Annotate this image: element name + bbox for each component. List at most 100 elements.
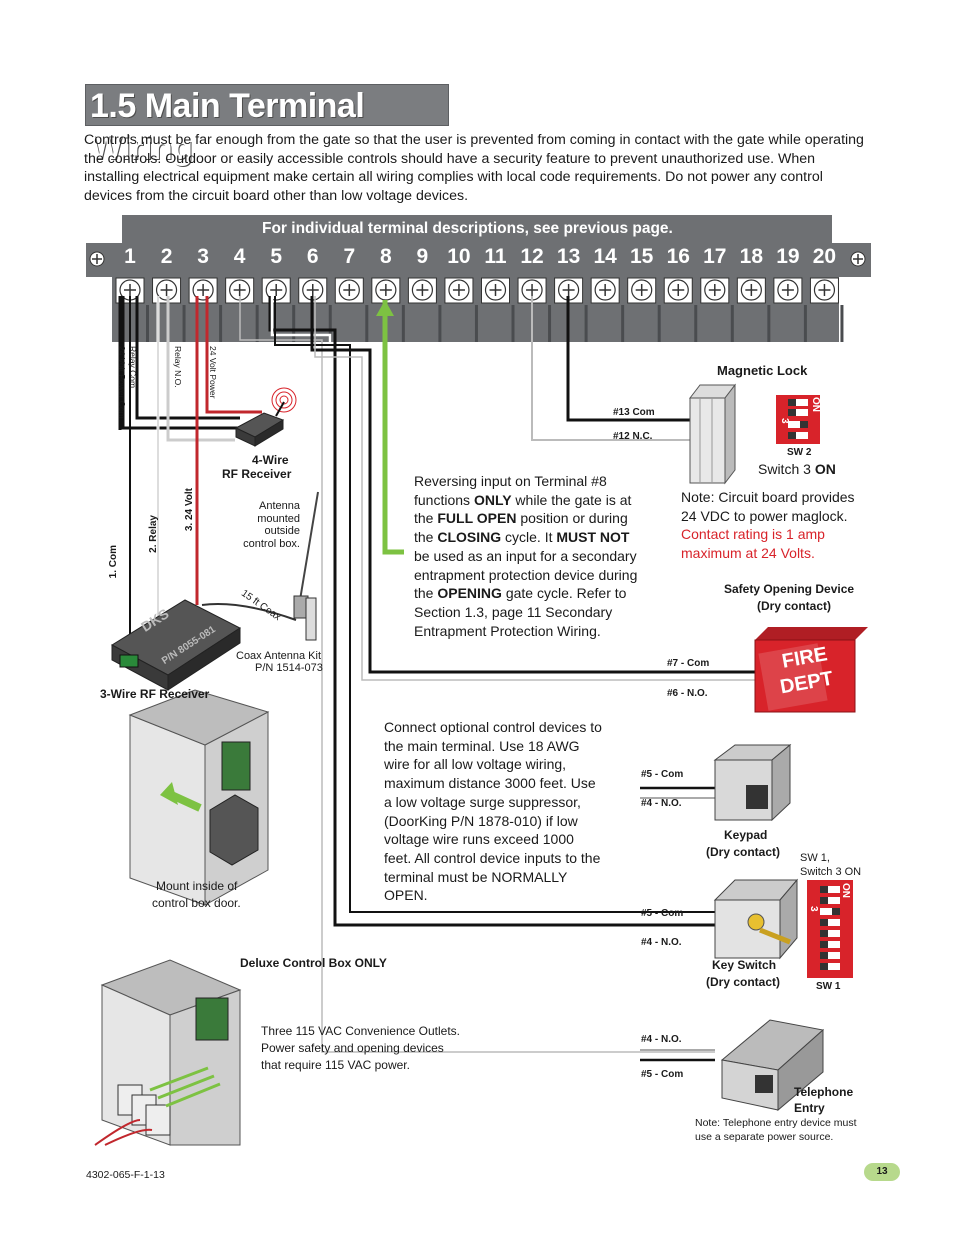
sw1-3-label: 3 — [808, 906, 819, 912]
terminal-number-14: 14 — [593, 245, 617, 268]
reversing-segment: be used as an input for a secondary entr… — [414, 547, 638, 602]
terminal-screw-10 — [444, 277, 478, 342]
terminal-screw-12 — [517, 277, 552, 342]
label-24v-power: 24 Volt Power — [208, 346, 218, 399]
keypad-title-1: Keypad — [724, 828, 768, 842]
sw2-on-label: ON — [810, 397, 821, 412]
label-relay-no: Relay N.O. — [173, 346, 183, 388]
keyswitch-title-1: Key Switch — [712, 958, 777, 972]
terminal-screw-2 — [152, 277, 186, 342]
rf3-mount-line2: control box door. — [152, 896, 241, 910]
telephone-note: Note: Telephone entry device must use a … — [695, 1117, 857, 1143]
terminal-screw-9 — [407, 277, 442, 342]
terminal-number-19: 19 — [776, 245, 800, 268]
fire-dept-box — [754, 627, 868, 713]
safety-title-2: (Dry contact) — [757, 599, 832, 613]
terminal-screw-11 — [481, 277, 515, 342]
maglock-nc-label: #12 N.C. — [613, 431, 653, 442]
maglock-note: Note: Circuit board provides 24 VDC to p… — [681, 488, 861, 563]
terminal-screw-14 — [590, 277, 625, 342]
wire-t3-24v — [205, 296, 262, 414]
intro-paragraph: Controls must be far enough from the gat… — [84, 132, 864, 204]
keypad-title-2: (Dry contact) — [706, 845, 781, 859]
maglock-device — [688, 383, 737, 485]
terminal-number-2: 2 — [160, 245, 173, 268]
rf3-relay-label: 2. Relay — [148, 515, 159, 553]
terminal-number-3: 3 — [197, 245, 209, 268]
reversing-segment: Reversing input on Terminal #8 functions — [414, 473, 607, 508]
terminal-screw-5 — [261, 277, 296, 342]
terminal-screw-18 — [736, 277, 771, 342]
deluxe-box-illustration — [94, 959, 242, 1146]
rf3-coax-kit: Coax Antenna Kit — [236, 650, 322, 662]
wire-t1-black — [121, 296, 238, 430]
wire-t8-green — [382, 300, 404, 555]
reversing-segment: FULL OPEN — [437, 510, 517, 527]
terminal-number-6: 6 — [306, 245, 319, 268]
sw1-label: SW 1 — [816, 981, 841, 992]
terminal-banner: For individual terminal descriptions, se… — [122, 215, 832, 245]
reversing-segment: position or during the — [414, 510, 628, 546]
telephone-no-label: #4 - N.O. — [641, 1034, 682, 1045]
keyswitch-no-label: #4 - N.O. — [641, 937, 682, 948]
terminal-number-7: 7 — [343, 245, 356, 268]
terminal-number-10: 10 — [447, 245, 471, 268]
terminal-number-5: 5 — [270, 245, 283, 268]
keypad-com-label: #5 - Com — [641, 769, 684, 780]
sw1-dip-switch — [807, 880, 853, 978]
telephone-entry-device — [720, 1019, 825, 1112]
reversing-segment: while the gate is at the — [414, 491, 632, 527]
maglock-switch-on: ON — [814, 461, 836, 477]
maglock-com-label: #13 Com — [613, 407, 655, 418]
terminal-number-8: 8 — [380, 245, 392, 268]
terminal-number-20: 20 — [812, 245, 837, 268]
sw2-3-label: 3 — [779, 418, 790, 424]
terminal-number-17: 17 — [703, 245, 727, 268]
rf4-label: 4-Wire — [252, 453, 289, 467]
reversing-segment: CLOSING — [437, 529, 502, 546]
page-title: 1.5 Main Terminal Wiring — [90, 87, 365, 167]
terminal-number-18: 18 — [739, 245, 764, 268]
terminal-screw-20 — [809, 277, 844, 342]
wire-t4-no — [239, 296, 715, 1053]
sw2-dip-switch — [776, 395, 820, 444]
rf4-label-line2: RF Receiver — [222, 467, 292, 481]
terminal-screw-15 — [627, 277, 661, 342]
maglock-switch-pre: Switch 3 — [758, 461, 815, 477]
sw2-label: SW 2 — [787, 447, 812, 458]
rf4-receiver-device — [234, 387, 297, 447]
terminal-screw-16 — [663, 277, 698, 342]
reversing-segment: MUST NOT — [556, 529, 630, 546]
telephone-title-2: Entry — [794, 1101, 825, 1115]
key-switch-device — [713, 878, 799, 960]
page-number: 13 — [864, 1163, 900, 1181]
rf3-volt-label: 3. 24 Volt — [184, 488, 195, 532]
strip-end-screw-right — [850, 251, 866, 267]
safety-com-label: #7 - Com — [667, 658, 710, 669]
reversing-segment: cycle. It — [501, 529, 557, 546]
maglock-note-black: Note: Circuit board provides 24 VDC to p… — [681, 489, 855, 524]
rf3-com-label: 1. Com — [108, 545, 119, 579]
terminal-number-9: 9 — [416, 245, 429, 268]
maglock-note-red: Contact rating is 1 amp maximum at 24 Vo… — [681, 526, 825, 562]
deluxe-description: Three 115 VAC Convenience Outlets. Power… — [261, 1024, 460, 1072]
terminal-number-13: 13 — [556, 245, 581, 268]
deluxe-title: Deluxe Control Box ONLY — [240, 956, 387, 970]
terminal-number-16: 16 — [666, 245, 690, 268]
terminal-strip — [86, 243, 871, 277]
maglock-switch-label: Switch 3 ON — [758, 460, 836, 479]
rf3-coax-kit-pn: P/N 1514-073 — [255, 662, 323, 674]
safety-title-1: Safety Opening Device — [724, 582, 855, 596]
sw1-note-1: SW 1, — [800, 852, 830, 864]
wire-t5-com-2 — [274, 296, 715, 913]
terminal-number-4: 4 — [233, 245, 246, 268]
wire-t2-relay-no — [166, 296, 235, 442]
rf3-title: 3-Wire RF Receiver — [100, 687, 210, 701]
telephone-title-1: Telephone — [794, 1085, 854, 1099]
label-power-com: 24 Volt Power Com — [117, 346, 127, 419]
telephone-com-label: #5 - Com — [641, 1069, 684, 1080]
wire-t12-nc — [531, 296, 690, 441]
terminal-number-15: 15 — [630, 245, 654, 268]
maglock-title: Magnetic Lock — [717, 363, 808, 378]
